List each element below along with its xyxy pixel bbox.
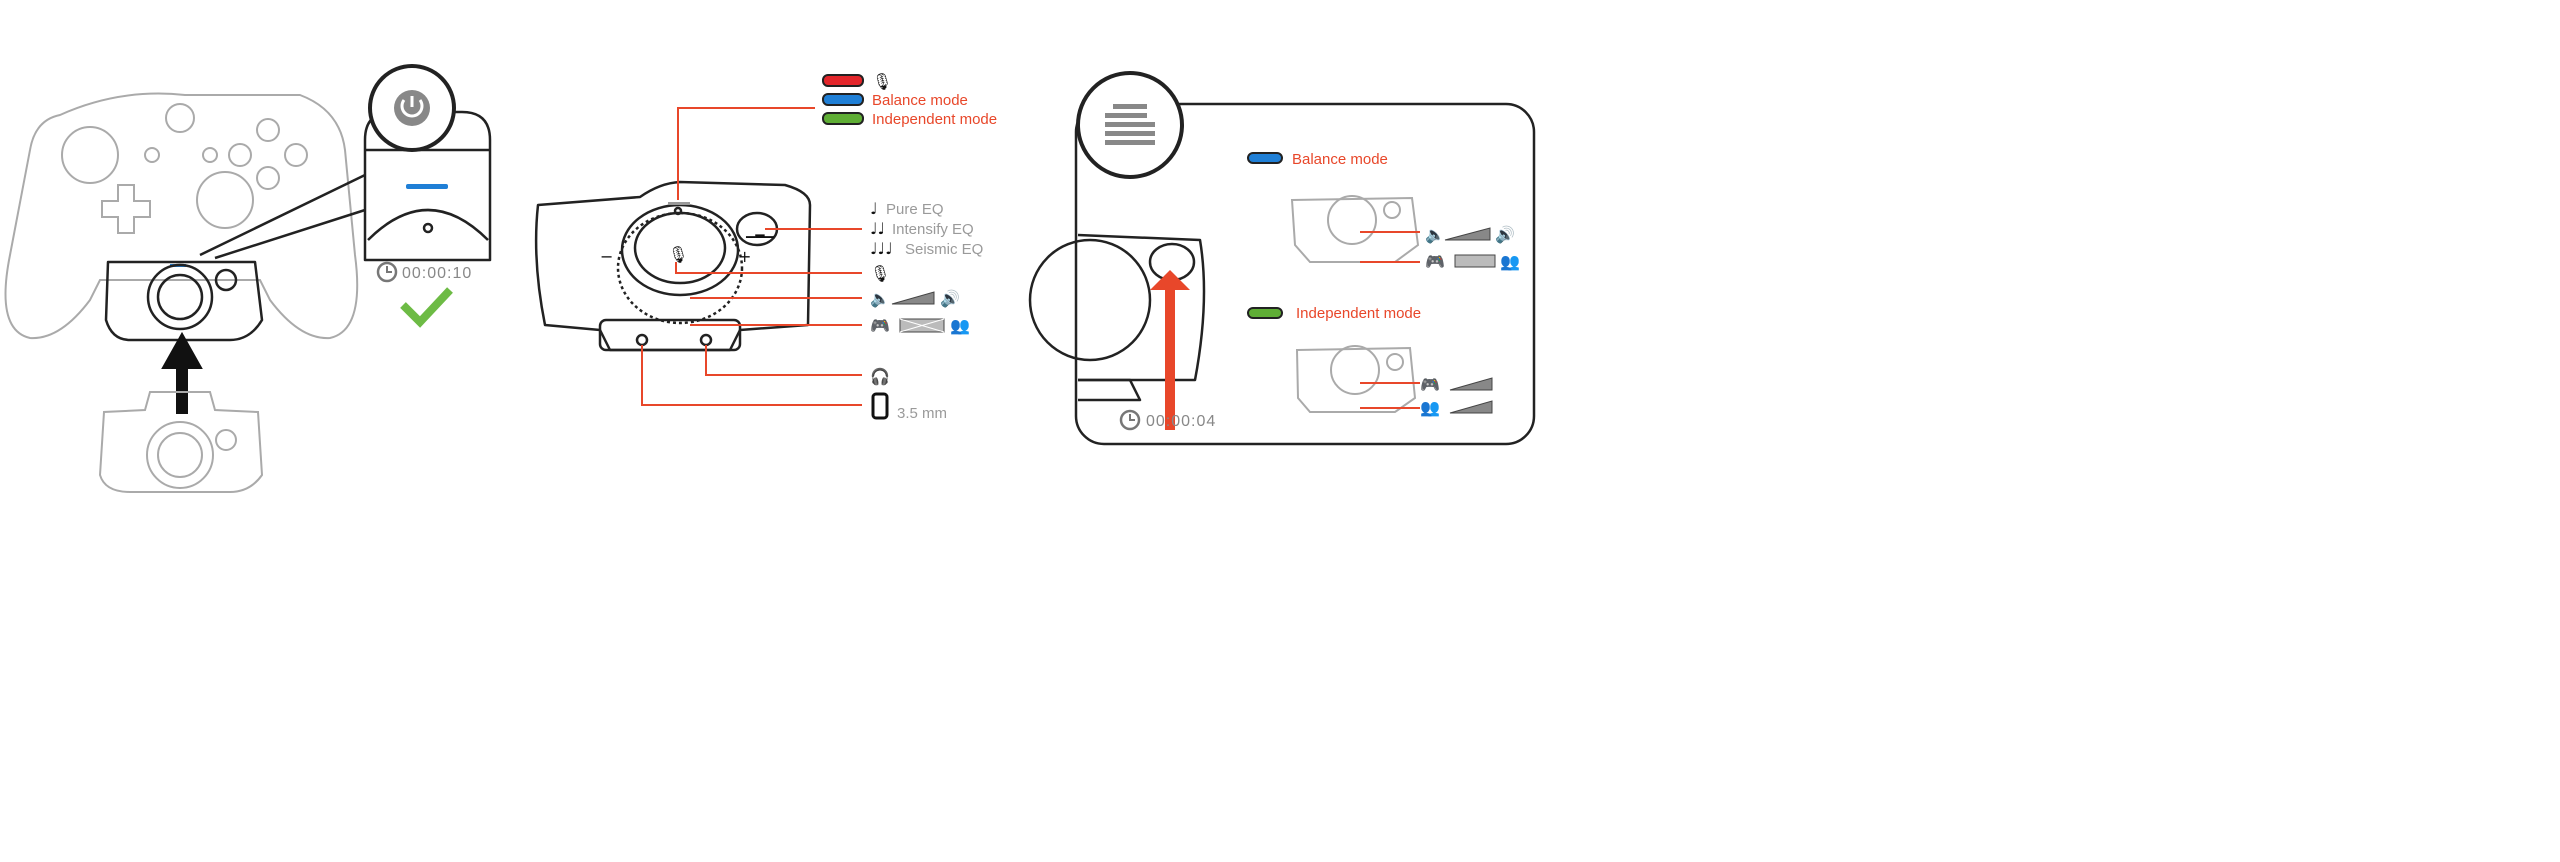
speaker-low-icon: 🔈 <box>1425 225 1445 244</box>
game-chat-row: 🎮 👥 <box>870 316 970 335</box>
note-icon: ♩ <box>870 199 878 218</box>
blue-led <box>406 184 448 189</box>
adapter-closeup: ▁▂▁ − + 🎙 <box>534 180 812 352</box>
dial-minus-label: − <box>600 247 613 266</box>
jack-label: 3.5 mm <box>897 405 947 422</box>
green-led-swatch <box>822 112 864 125</box>
independent-mode-device: 🎮 👥 <box>1295 345 1493 417</box>
balance-mode-label: Balance mode <box>1292 151 1388 168</box>
gamepad-icon: 🎮 <box>1420 375 1440 394</box>
mic-mute-icon: 🎙 <box>668 245 688 264</box>
press-arrow-icon <box>1150 270 1190 430</box>
phone-icon <box>871 392 889 420</box>
chat-people-icon: 👥 <box>1420 398 1440 417</box>
eq-icon: ▁▂▁ <box>745 224 774 238</box>
gamepad-icon: 🎮 <box>1425 252 1445 271</box>
callout-lines <box>641 107 862 406</box>
adapter-partial <box>1028 233 1206 402</box>
eq-seismic: Seismic EQ <box>905 241 983 258</box>
note-icon: ♩♩ <box>870 219 885 238</box>
adapter-detached <box>98 391 264 493</box>
clock-icon <box>1119 409 1141 431</box>
legend-balance-mode: Balance mode <box>872 92 968 109</box>
chat-people-icon: 👥 <box>1500 252 1520 271</box>
blue-led-swatch <box>822 93 864 106</box>
led-legend: 🎙 Balance mode Independent mode <box>822 72 997 128</box>
dial-plus-label: + <box>738 247 751 266</box>
eq-intensify: Intensify EQ <box>892 221 974 238</box>
speaker-high-icon: 🔊 <box>940 289 960 308</box>
red-led-swatch <box>822 74 864 87</box>
balance-mode-device: 🔈 🔊 🎮 👥 <box>1290 195 1520 271</box>
power-icon <box>368 64 456 152</box>
eq-pure: Pure EQ <box>886 201 944 218</box>
checkmark-icon <box>400 287 453 328</box>
mic-mute-icon: 🎙 <box>872 72 892 91</box>
green-led-swatch <box>1247 307 1283 319</box>
legend-independent-mode: Independent mode <box>872 111 997 128</box>
adapter-attached <box>104 260 264 342</box>
clock-icon <box>376 261 398 283</box>
eq-button-icon <box>1076 71 1184 179</box>
blue-led-swatch <box>1247 152 1283 164</box>
mic-mute-icon: 🎙 <box>870 264 890 283</box>
speaker-high-icon: 🔊 <box>1495 225 1515 244</box>
independent-mode-label: Independent mode <box>1296 305 1421 322</box>
independent-panel <box>1074 102 1536 446</box>
volume-row: 🔈 🔊 <box>870 289 960 308</box>
zoom-inset <box>199 110 492 262</box>
attach-arrow-icon <box>161 331 203 414</box>
step1-timer: 00:00:10 <box>402 265 472 282</box>
controller-outline <box>4 92 359 340</box>
note-icon: ♩♩♩ <box>870 239 893 258</box>
headset-icon: 🎧 <box>870 367 890 386</box>
speaker-low-icon: 🔈 <box>870 289 890 308</box>
chat-people-icon: 👥 <box>950 316 970 335</box>
gamepad-icon: 🎮 <box>870 316 890 335</box>
step3-timer: 00:00:04 <box>1146 413 1216 430</box>
eq-mode-list: ♩ Pure EQ ♩♩ Intensify EQ ♩♩♩ Seismic EQ <box>870 199 983 258</box>
